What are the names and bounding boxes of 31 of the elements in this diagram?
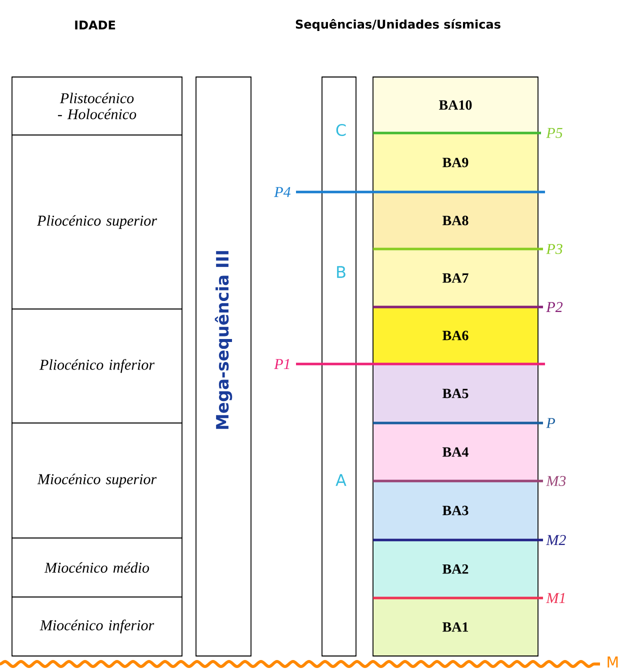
- unconformity-label: M: [608, 656, 618, 668]
- column-header: IDADE: [75, 20, 116, 30]
- seismic-unit-box: BA7: [372, 248, 538, 308]
- horizon-label: M2: [546, 535, 566, 545]
- seismic-unit-box: BA2: [372, 540, 538, 598]
- sequence-letter: B: [337, 266, 346, 278]
- seismic-unit-box: BA10: [372, 76, 538, 134]
- seismic-unit-box: BA8: [372, 192, 538, 250]
- horizon-label: M3: [546, 476, 566, 486]
- horizon-label: P4: [274, 187, 290, 197]
- seismic-unit-box: BA5: [372, 364, 538, 424]
- seismic-unit-box: BA1: [372, 598, 538, 656]
- horizon-label: P2: [546, 302, 563, 312]
- horizon-label: M1: [546, 593, 565, 603]
- seismic-unit-box: BA4: [372, 422, 538, 482]
- age-box: Miocénico superior: [12, 422, 182, 538]
- seismic-unit-box: BA3: [372, 480, 538, 540]
- age-box: Pliocénico inferior: [12, 308, 182, 424]
- sequence-letter: C: [336, 124, 346, 136]
- seismic-unit-box: BA6: [372, 306, 538, 364]
- age-box: Plistocénico - Holocénico: [12, 76, 182, 136]
- horizon-label: P5: [546, 128, 562, 138]
- horizon-label: P1: [274, 359, 290, 369]
- seismic-unit-box: BA9: [372, 132, 538, 192]
- sequence-letter: A: [336, 474, 346, 486]
- megasequence-box: Mega-sequência III: [196, 76, 252, 656]
- column-header: Sequências/Unidades sísmicas: [296, 18, 500, 32]
- age-box: Miocénico médio: [12, 538, 182, 598]
- age-box: Miocénico inferior: [12, 596, 182, 656]
- horizon-label: P3: [546, 244, 562, 254]
- horizon-label: P: [546, 418, 555, 428]
